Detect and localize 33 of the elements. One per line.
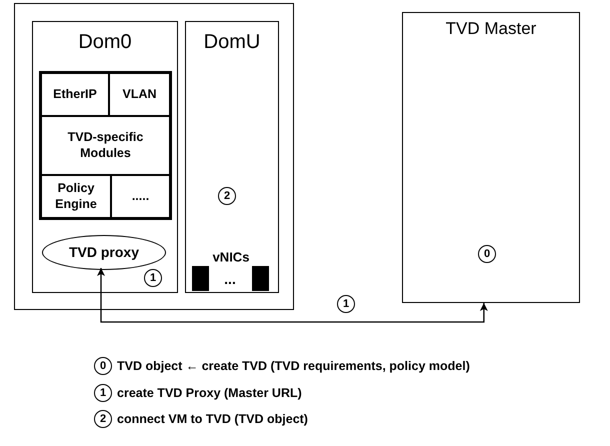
module-label: Policy Engine: [54, 180, 98, 212]
circled-number: 2: [94, 410, 112, 428]
vnics-label: vNICs: [212, 250, 250, 264]
edge-label: 1: [337, 295, 355, 313]
circled-number: 0: [478, 245, 496, 263]
step-description: connect VM to TVD (TVD object): [117, 412, 308, 426]
ellipsis-text: ...: [224, 272, 236, 286]
step-description: TVD object ← create TVD (TVD requirements, policy model): [117, 360, 470, 372]
circled-number: 1: [94, 384, 112, 402]
host-frame: [14, 3, 294, 310]
domain-heading: Dom0: [77, 30, 133, 55]
module-cell: [41, 175, 111, 218]
module-cell: [109, 73, 170, 116]
domain-box: [32, 21, 178, 293]
master-box: [402, 12, 580, 303]
circled-number: 1: [144, 269, 162, 287]
module-cell: [111, 175, 170, 218]
domain-box: [185, 21, 279, 293]
circled-number: 2: [218, 187, 236, 205]
connector-arrow: [97, 268, 488, 323]
proxy-label: TVD proxy: [68, 244, 139, 262]
master-heading: TVD Master: [444, 18, 538, 40]
module-cell: [41, 73, 109, 116]
step-description: create TVD Proxy (Master URL): [117, 386, 302, 400]
module-table: [41, 73, 170, 218]
module-cell: [41, 116, 170, 175]
module-label: EtherIP: [53, 86, 97, 102]
module-label: TVD-specific Modules: [66, 130, 144, 162]
module-label: .....: [132, 188, 150, 204]
circled-number: 0: [94, 357, 112, 375]
proxy-ellipse: [42, 235, 166, 270]
module-label: VLAN: [122, 86, 157, 102]
domain-heading: DomU: [202, 30, 262, 55]
